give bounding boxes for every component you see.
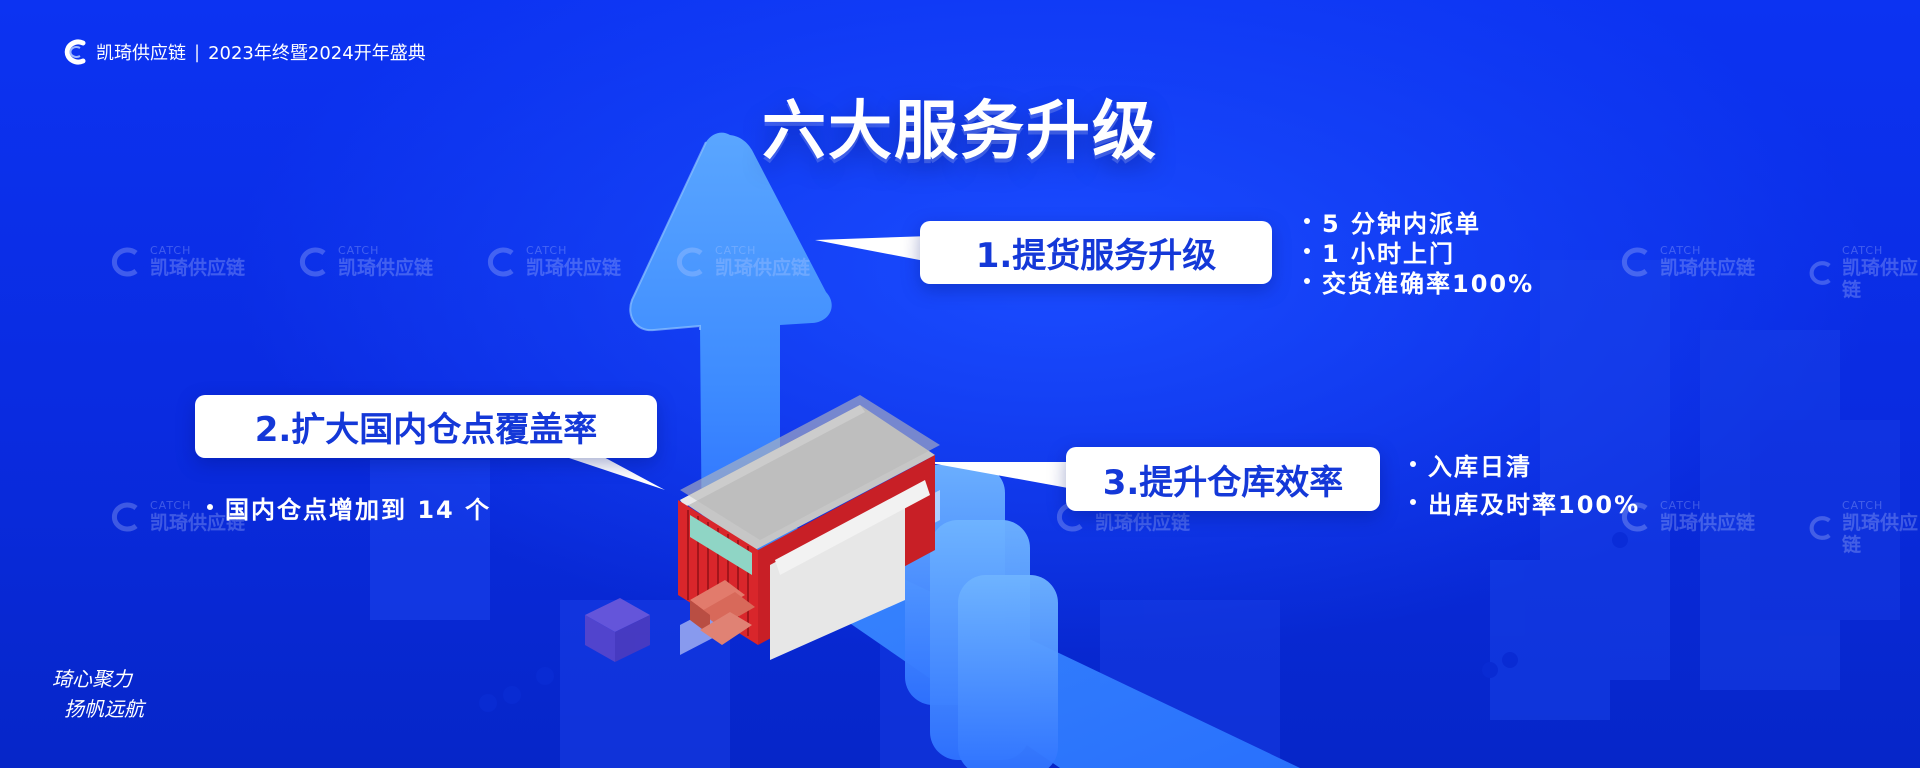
section-2-bullets: 国内仓点增加到 14 个 [207, 492, 491, 524]
event-name: 2023年终暨2024开年盛典 [208, 43, 426, 64]
arrow-up-icon [629, 132, 832, 561]
brand-logo-icon [64, 39, 86, 65]
list-item: 国内仓点增加到 14 个 [207, 492, 491, 524]
list-item: 出库及时率100% [1410, 483, 1640, 521]
slogan-line-2: 扬帆远航 [64, 697, 144, 721]
bullet-dot-icon [1304, 248, 1310, 254]
brand-header: 凯琦供应链 | 2023年终暨2024开年盛典 [60, 38, 426, 66]
slogan: 琦心聚力 扬帆远航 [52, 664, 144, 724]
warehouse-icon [678, 395, 940, 660]
list-item: 1 小时上门 [1304, 236, 1534, 268]
brand-name: 凯琦供应链 [96, 43, 186, 64]
section-3-bullets: 入库日清 出库及时率100% [1410, 445, 1640, 521]
list-item: 交货准确率100% [1304, 266, 1534, 298]
section-1-bullets: 5 分钟内派单 1 小时上门 交货准确率100% [1304, 206, 1534, 298]
slogan-line-1: 琦心聚力 [52, 667, 132, 691]
bullet-dot-icon [1410, 499, 1416, 505]
callout-pointers [560, 236, 1068, 490]
section-2-label: 2.扩大国内仓点覆盖率 [195, 395, 657, 458]
section-3-label: 3.提升仓库效率 [1066, 447, 1380, 511]
list-item: 入库日清 [1410, 445, 1640, 483]
list-item: 5 分钟内派单 [1304, 206, 1534, 238]
page-title: 六大服务升级 [762, 95, 1158, 169]
bullet-dot-icon [207, 504, 213, 510]
bullet-dot-icon [1304, 218, 1310, 224]
box-icon [585, 598, 650, 662]
brand-separator: | [194, 41, 201, 63]
bullet-dot-icon [1410, 461, 1416, 467]
section-1-label: 1.提货服务升级 [920, 221, 1272, 284]
bullet-dot-icon [1304, 278, 1310, 284]
